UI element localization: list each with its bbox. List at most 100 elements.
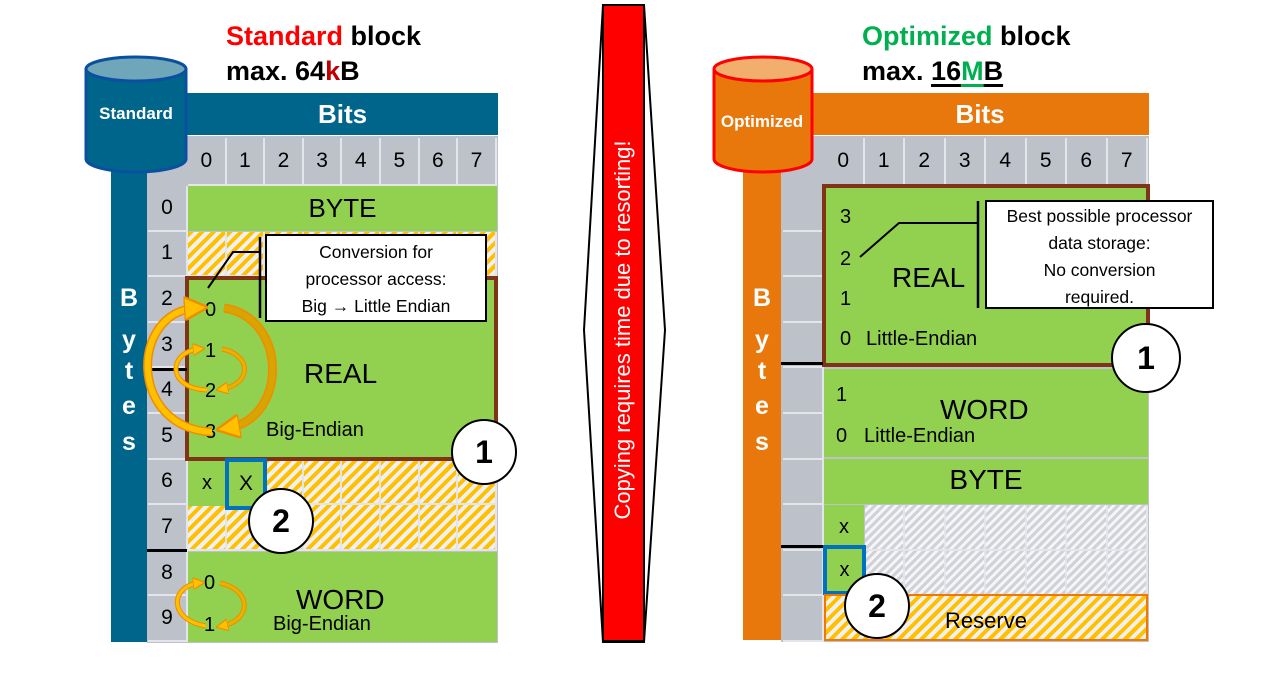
optimized-row-number-0	[783, 186, 824, 232]
optimized-bool-cell-0-label: x	[839, 515, 849, 538]
optimized-row-number-1	[783, 231, 824, 278]
standard-callout-leader	[207, 237, 262, 318]
optimized-bool-cell-1-label: x	[839, 558, 850, 581]
standard-row-number-2: 2	[148, 277, 188, 323]
optimized-unused-cell	[1026, 550, 1067, 597]
optimized-unused-cell	[1107, 505, 1148, 551]
standard-padding-cell	[419, 459, 459, 506]
standard-padding-cell	[342, 459, 381, 506]
standard-padding-cell	[188, 505, 227, 551]
standard-badge-1-label: 1	[475, 433, 493, 470]
standard-bytes-letter: y	[122, 326, 136, 354]
standard-bytes-letter: e	[122, 392, 136, 420]
standard-padding-cell	[381, 459, 420, 506]
standard-bytes-letter: t	[124, 357, 134, 385]
optimized-database-icon	[712, 55, 814, 174]
optimized-max-unit-m: M	[961, 56, 984, 86]
standard-word-label: WORD	[296, 584, 385, 615]
standard-bytes-letter: B	[119, 284, 139, 312]
standard-word-byte-1: 1	[204, 614, 216, 636]
standard-padding-cell	[342, 505, 381, 551]
optimized-row-number-8	[783, 550, 824, 597]
standard-title: Standard block	[226, 20, 421, 52]
optimized-bit-number-3: 3	[945, 138, 986, 186]
optimized-bit-number-0: 0	[824, 138, 865, 186]
optimized-bits-header: Bits	[811, 93, 1149, 135]
standard-bit-number-0: 0	[188, 138, 227, 186]
optimized-unused-cell	[1067, 550, 1108, 597]
optimized-title-highlight: Optimized	[862, 21, 993, 51]
standard-bool-cell-1-label: X	[238, 471, 253, 495]
standard-bits-header: Bits	[187, 93, 498, 135]
optimized-callout-line-3: No conversion	[1043, 260, 1156, 280]
optimized-byte-block: BYTE	[824, 459, 1148, 504]
standard-max-size: max. 64kB	[226, 55, 360, 87]
transfer-text: Copying requires time due to resorting!	[610, 140, 635, 520]
standard-bit-number-4: 4	[342, 138, 381, 186]
standard-row-number-4: 4	[148, 368, 188, 414]
standard-bits-header-label: Bits	[317, 98, 368, 129]
standard-real-endianness: Big-Endian	[266, 419, 364, 441]
optimized-callout: Best possible processor data storage: No…	[985, 200, 1214, 309]
standard-byte-block: BYTE	[188, 186, 497, 231]
optimized-badge-1: 1	[1111, 323, 1181, 393]
optimized-real-byte-0: 0	[840, 328, 852, 350]
optimized-bit-number-4: 4	[986, 138, 1027, 186]
standard-row-number-0: 0	[148, 186, 188, 232]
optimized-callout-leader	[859, 201, 980, 308]
optimized-word-label: WORD	[940, 394, 1029, 425]
optimized-real-label: REAL	[892, 262, 966, 293]
standard-bytes-letter: s	[122, 428, 136, 456]
optimized-reserve-block: Reserve	[824, 594, 1148, 641]
standard-callout-line-1: Conversion for	[319, 242, 433, 262]
standard-padding-cell	[303, 459, 343, 506]
optimized-max-unit-b: B	[983, 56, 1004, 86]
optimized-max-unit-16: 16	[931, 56, 962, 86]
optimized-unused-cell	[905, 505, 946, 551]
optimized-callout-line-1: Best possible processor	[1006, 206, 1193, 226]
standard-padding-cell	[381, 505, 420, 551]
standard-real-byte-1: 1	[205, 340, 217, 362]
standard-row-number-1: 1	[148, 231, 188, 278]
standard-callout-line-3: Big → Little Endian	[301, 296, 451, 316]
standard-bit-number-7: 7	[458, 138, 497, 186]
optimized-bytes-letter: s	[755, 428, 769, 456]
optimized-unused-cell	[945, 505, 986, 551]
optimized-bit-number-1: 1	[864, 138, 905, 186]
optimized-row-number-9	[783, 596, 824, 642]
optimized-title: Optimized block	[862, 20, 1071, 52]
optimized-reserve-label: Reserve	[945, 607, 1027, 633]
standard-bool-highlight-box	[225, 458, 267, 510]
standard-row-number-6: 6	[148, 459, 188, 506]
optimized-bytes-letter: t	[757, 357, 767, 385]
optimized-bool-cell-0: x	[824, 505, 864, 549]
standard-word-endianness: Big-Endian	[273, 613, 371, 635]
standard-row-number-5: 5	[148, 414, 188, 460]
optimized-real-endianness: Little-Endian	[866, 328, 978, 350]
optimized-unused-cell	[1107, 550, 1148, 597]
standard-real-label: REAL	[304, 358, 378, 389]
optimized-byte-label: BYTE	[949, 464, 1023, 495]
standard-database-icon	[84, 55, 188, 174]
optimized-bit-number-5: 5	[1026, 138, 1067, 186]
standard-row-number-8: 8	[148, 550, 188, 597]
optimized-row-number-2	[783, 277, 824, 323]
standard-row-number-9: 9	[148, 596, 188, 642]
standard-real-byte-3: 3	[205, 421, 217, 443]
standard-bit-number-3: 3	[303, 138, 343, 186]
standard-title-rest: block	[343, 21, 422, 51]
standard-word-byte-0: 0	[204, 572, 216, 594]
optimized-unused-cell	[1026, 505, 1067, 551]
standard-padding-cell	[419, 505, 459, 551]
optimized-struct-separator-2	[781, 545, 823, 548]
standard-title-highlight: Standard	[226, 21, 344, 51]
optimized-real-byte-3: 3	[840, 206, 852, 228]
optimized-bit-number-6: 6	[1067, 138, 1108, 186]
standard-struct-separator-1	[147, 368, 187, 371]
standard-badge-1: 1	[451, 419, 517, 485]
standard-bytes-bar	[111, 150, 147, 642]
standard-bool-cell-0-label: x	[202, 472, 212, 494]
optimized-cylinder-label: Optimized	[720, 112, 804, 131]
optimized-bytes-letter: e	[755, 392, 769, 420]
